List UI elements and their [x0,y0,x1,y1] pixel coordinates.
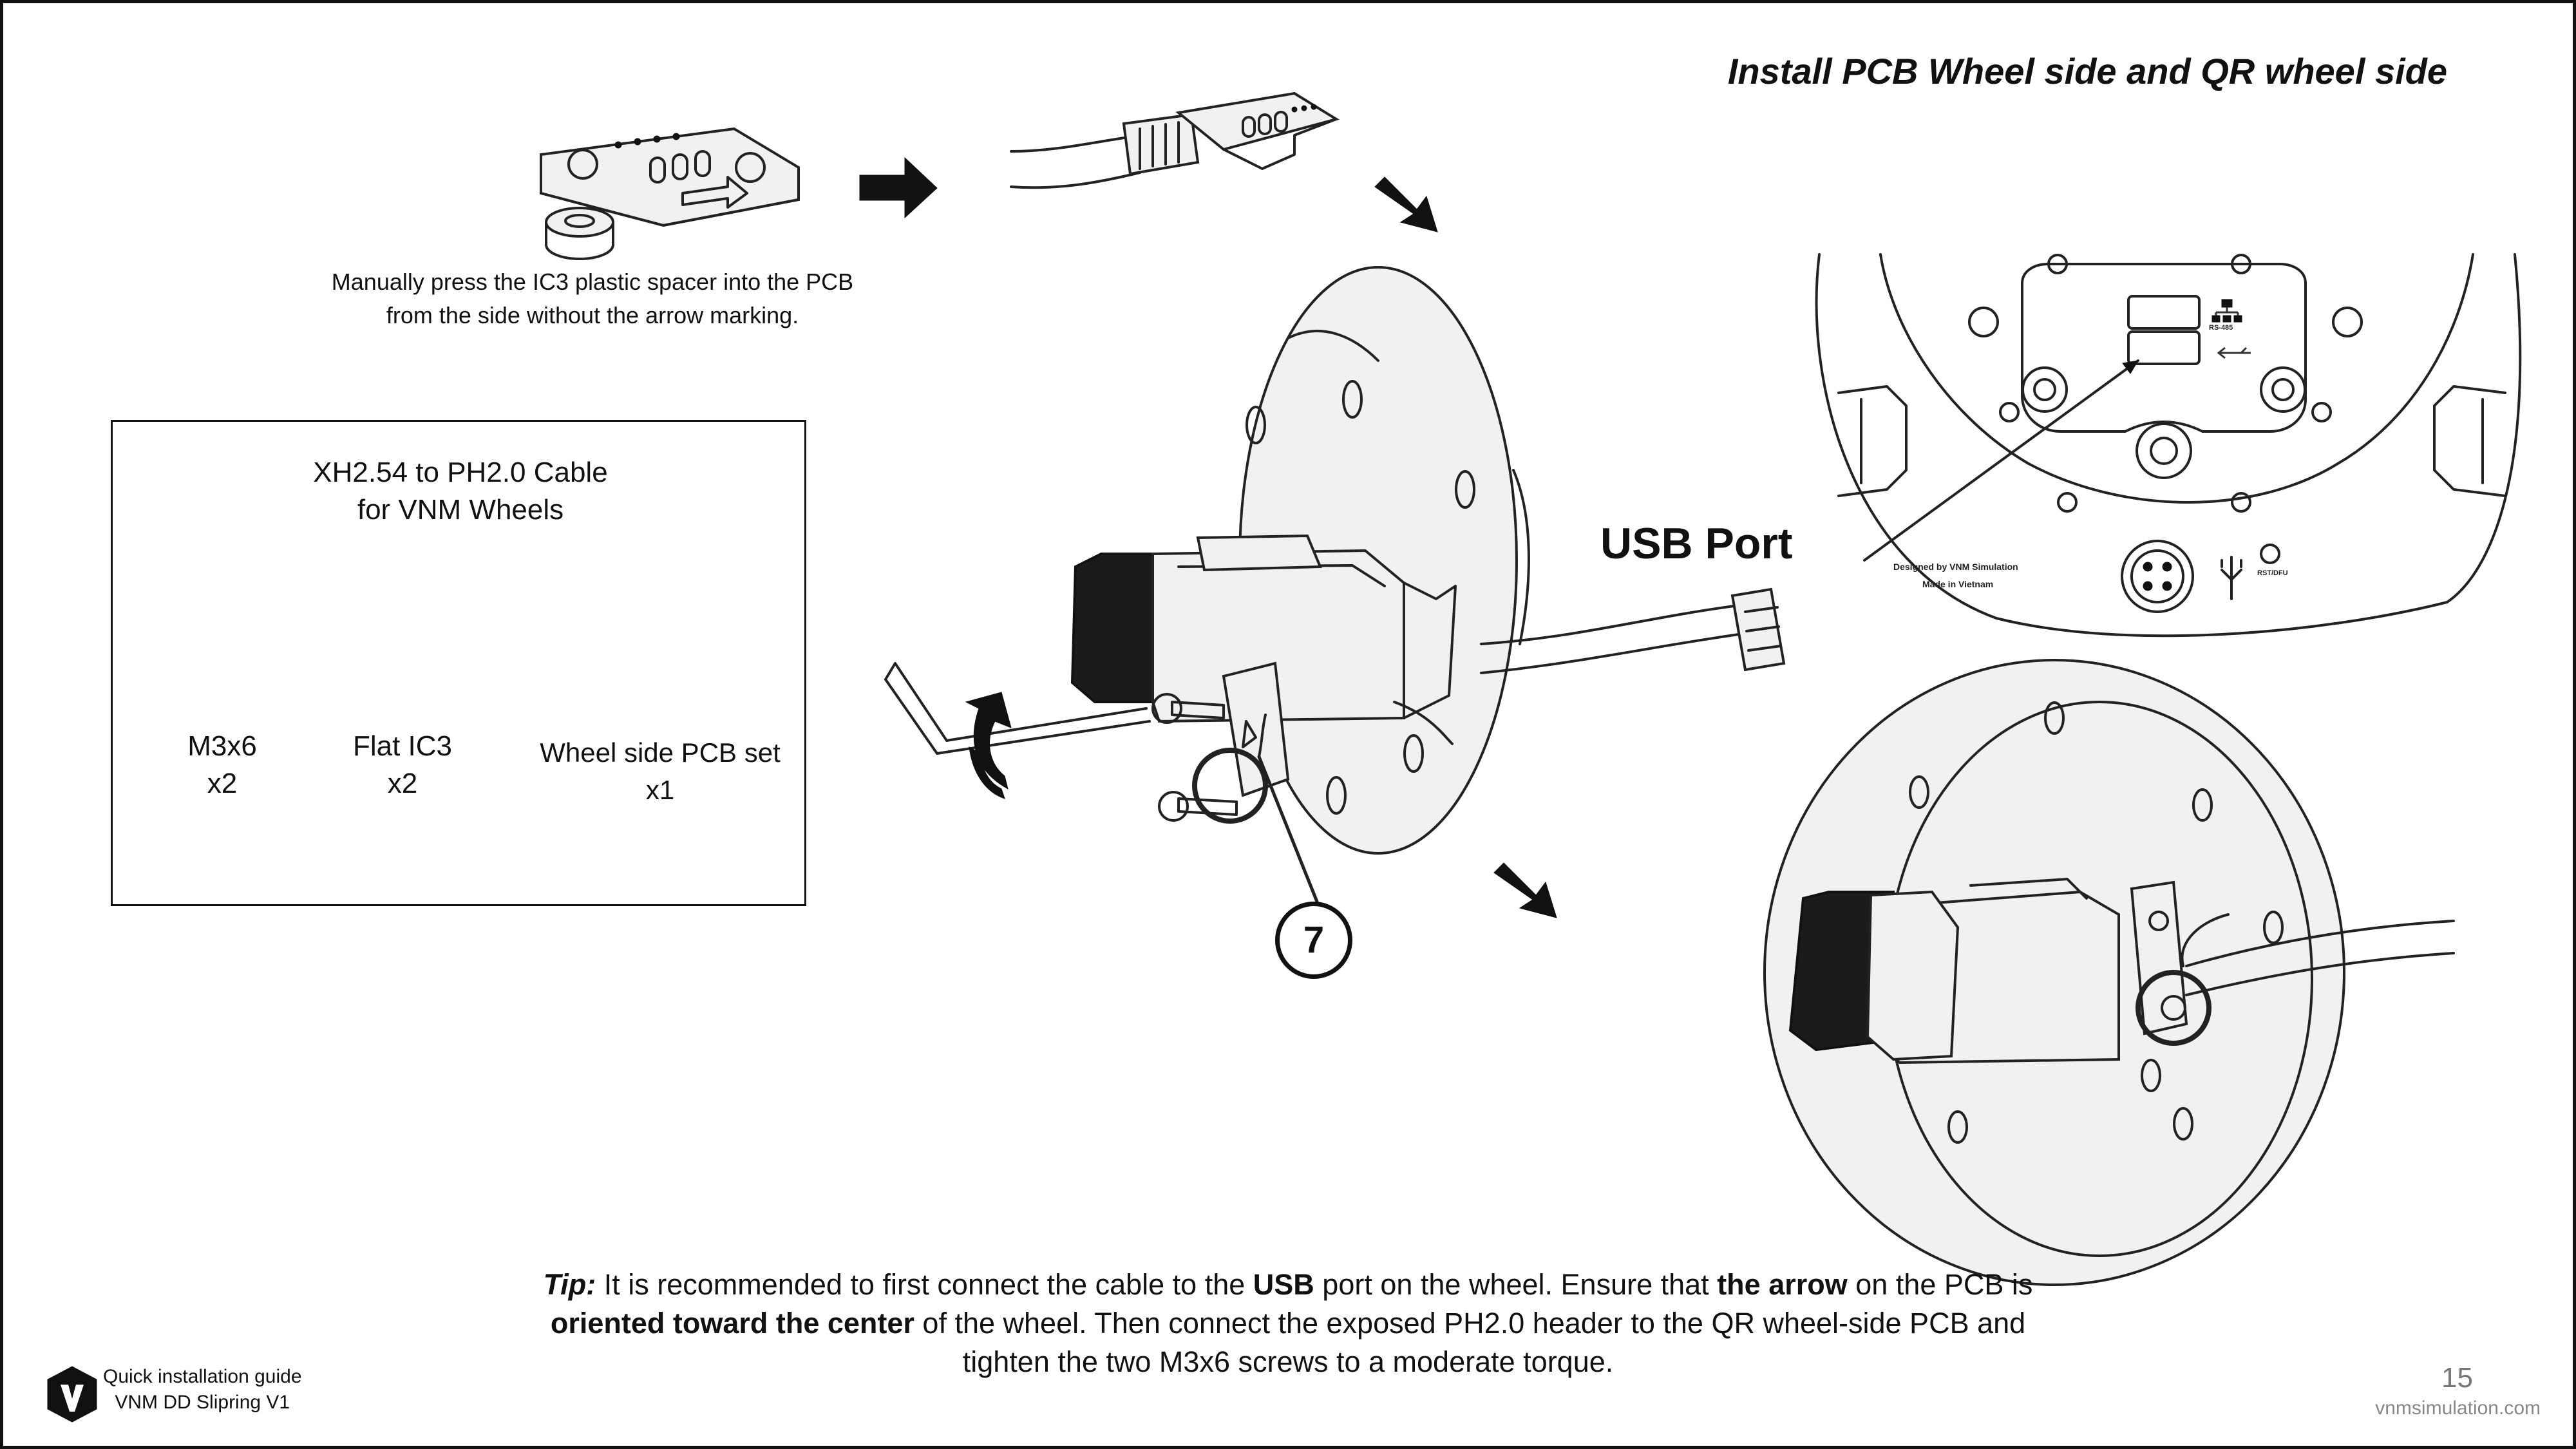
tip-t1: It is recommended to first connect the c… [596,1268,1253,1301]
footer-guide-line1: Quick installation guide [103,1366,302,1387]
reset-icon [2260,544,2280,564]
spacer-caption: Manually press the IC3 plastic spacer in… [270,265,914,332]
arrow-right-icon [859,156,938,219]
main-wheel-assembly-illustration [884,266,1786,904]
usb-symbol-icon [2217,346,2251,359]
pcb-spacer-illustration [540,127,800,260]
tip-b1: USB [1253,1268,1314,1301]
callout-number: 7 [1275,902,1352,979]
cable-label: XH2.54 to PH2.0 Cable for VNM Wheels [267,454,654,529]
parts-box: XH2.54 to PH2.0 Cable for VNM Wheels M3x… [111,420,806,906]
usb-icon [2221,556,2242,600]
pcbset-qty: x1 [645,775,675,805]
site-url: vnmsimulation.com [2375,1397,2541,1419]
pcbset-label: Wheel side PCB set x1 [525,734,795,809]
wheel-reset-text: RST/DFU [2257,569,2288,577]
tip-b2: the arrow [1717,1268,1848,1301]
pcbset-name: Wheel side PCB set [540,737,781,768]
spacer-caption-line1: Manually press the IC3 plastic spacer in… [331,269,854,295]
screw-qty: x2 [207,768,238,799]
page-number: 15 [2441,1362,2473,1394]
wheel-rs485-text: RS-485 [2209,324,2233,332]
arrow-down-right-icon [1374,176,1438,232]
cable-label-line2: for VNM Wheels [357,494,564,526]
tip-b3: oriented toward the center [550,1307,914,1340]
tip-line3: tighten the two M3x6 screws to a moderat… [962,1345,1614,1378]
ic3-name: Flat IC3 [352,730,453,762]
screw-name: M3x6 [187,730,257,762]
tip-lead: Tip: [543,1268,596,1301]
page-title: Install PCB Wheel side and QR wheel side [1727,51,2447,91]
vnm-logo-icon [47,1366,97,1423]
cable-label-line1: XH2.54 to PH2.0 Cable [313,457,608,488]
spacer-caption-line2: from the side without the arrow marking. [386,302,799,328]
wheel-made-text: Made in Vietnam [1922,579,1993,589]
ic3-label: Flat IC3 x2 [306,728,499,802]
footer-guide: Quick installation guide VNM DD Slipring… [103,1364,302,1416]
footer-guide-line2: VNM DD Slipring V1 [115,1392,290,1413]
tip-t4: of the wheel. Then connect the exposed P… [914,1307,2026,1340]
wheel-designed-text: Designed by VNM Simulation [1893,562,2018,572]
tip-text: Tip: It is recommended to first connect … [451,1265,2125,1381]
screw-label: M3x6 x2 [151,728,293,802]
usb-port-label: USB Port [1600,519,1793,568]
arrow-down-right-icon-2 [1493,862,1557,918]
rotate-arrow-icon [965,692,1012,790]
cable-pcb-illustration [1010,91,1340,189]
network-icon [2211,299,2242,323]
tip-t3: on the PCB is [1847,1268,2033,1301]
ic3-qty: x2 [387,768,418,799]
completed-wheel-illustration [1763,659,2455,1286]
wheel-rear-detail-illustration: Designed by VNM Simulation Made in Vietn… [1815,253,2522,638]
tip-line2: oriented toward the center of the wheel.… [451,1304,2125,1343]
tip-t2: port on the wheel. Ensure that [1314,1268,1718,1301]
tip-line1: Tip: It is recommended to first connect … [451,1265,2125,1304]
